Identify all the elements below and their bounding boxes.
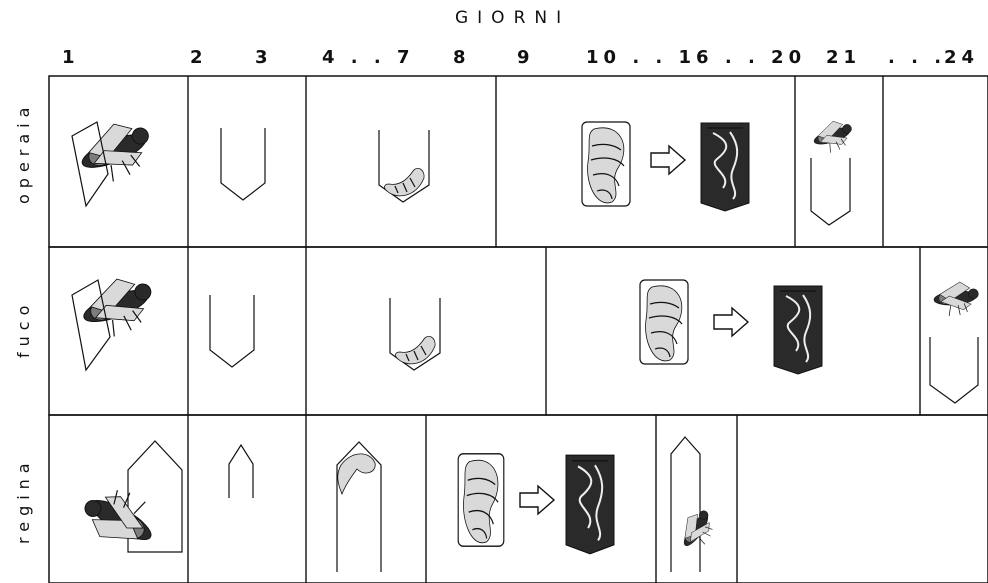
operaia-arrow-icon bbox=[651, 146, 685, 174]
fuco-larva-icon bbox=[390, 298, 440, 370]
regina-emerging-queen-icon bbox=[671, 437, 721, 572]
operaia-capped-cell-icon bbox=[701, 123, 749, 211]
regina-pupa-icon bbox=[458, 454, 504, 546]
operaia-larva-icon bbox=[379, 130, 429, 202]
operaia-egg-cell-icon bbox=[221, 128, 265, 200]
regina-queen-cell-icon bbox=[229, 445, 253, 498]
row-box-regina bbox=[49, 415, 988, 583]
fuco-arrow-icon bbox=[714, 308, 748, 336]
regina-arrow-icon bbox=[520, 486, 554, 514]
fuco-pupa-icon bbox=[640, 280, 688, 364]
regina-larva-icon bbox=[337, 442, 381, 572]
operaia-pupa-icon bbox=[582, 122, 630, 206]
fuco-emerging-bee-icon bbox=[930, 281, 980, 403]
row-box-operaia bbox=[49, 76, 988, 247]
fuco-adult-bee-icon bbox=[72, 270, 161, 370]
operaia-adult-bee-icon bbox=[72, 114, 160, 206]
regina-adult-bee-icon bbox=[76, 441, 182, 559]
row-box-fuco bbox=[49, 247, 988, 415]
fuco-egg-cell-icon bbox=[210, 295, 254, 367]
operaia-emerging-bee-icon bbox=[810, 116, 857, 225]
fuco-capped-cell-icon bbox=[774, 286, 822, 374]
regina-capped-cell-icon bbox=[566, 455, 614, 554]
